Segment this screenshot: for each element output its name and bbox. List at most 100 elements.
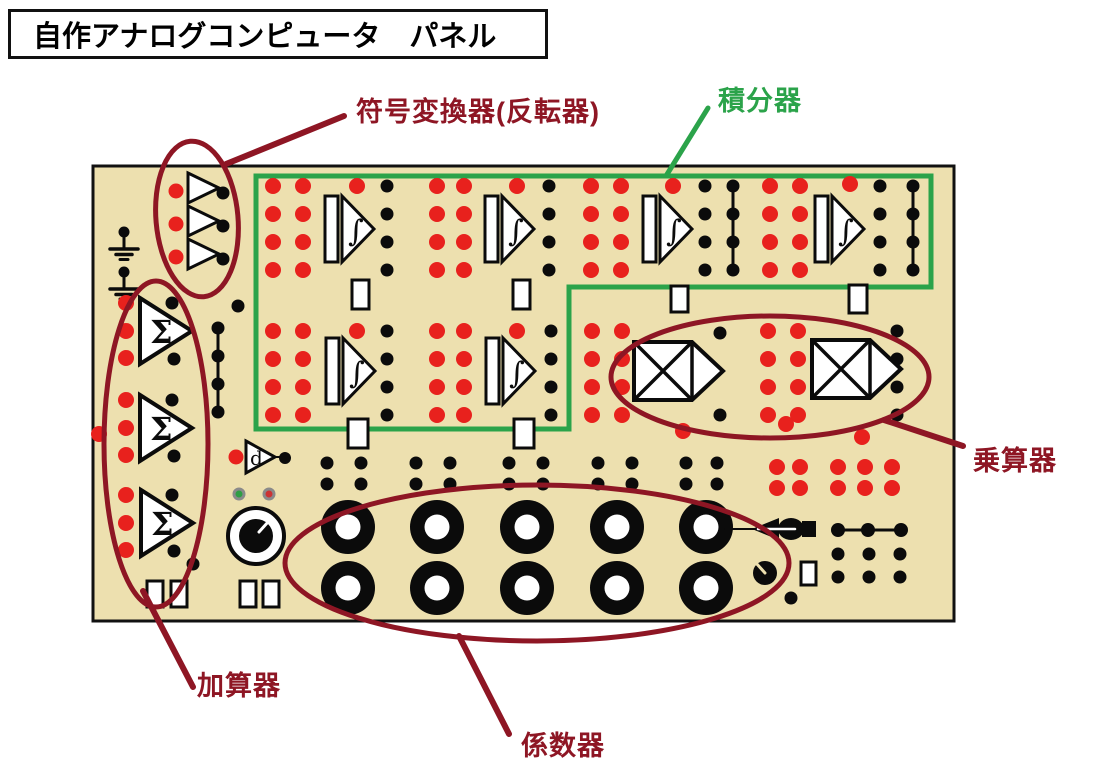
jack-red-grid (584, 323, 630, 423)
panel-slot (799, 560, 818, 587)
integral-sign: ∫ (508, 214, 524, 249)
coefficient-knob (321, 500, 375, 554)
jack-black (862, 547, 876, 561)
jack-red (118, 542, 134, 558)
integrator-cap (641, 194, 658, 264)
jack-red (429, 262, 445, 278)
coefficient-knob-center (335, 514, 361, 540)
jack-red (228, 449, 244, 465)
jack-black-grid (873, 179, 887, 277)
coefficient-knob-center (514, 575, 540, 601)
jack-red (265, 262, 281, 278)
jack-black (726, 235, 740, 249)
jack-black (231, 299, 245, 313)
jack-black (894, 523, 908, 537)
coefficient-knob-center (424, 575, 450, 601)
bus-column (211, 321, 225, 419)
jack-black (167, 352, 181, 366)
jack-red (842, 176, 858, 192)
jack-red-grid (760, 323, 806, 423)
jack-red (614, 407, 630, 423)
jack-red (429, 206, 445, 222)
multiplier-symbol (810, 338, 904, 400)
jack-red (456, 323, 472, 339)
jack-black (873, 207, 887, 221)
jack-red (583, 206, 599, 222)
jack-black (679, 477, 693, 491)
jack-red (456, 178, 472, 194)
bus-column (906, 179, 920, 277)
coefficient-knob (590, 561, 644, 615)
indicator-led-green (232, 487, 246, 501)
jack-red (168, 249, 184, 265)
jack-black (542, 179, 556, 193)
jack-red (295, 178, 311, 194)
jack-red (456, 407, 472, 423)
jack-red (792, 178, 808, 194)
jack-black-grid (831, 547, 907, 584)
switch-base (802, 521, 816, 537)
jack-red (118, 447, 134, 463)
jack-black (542, 235, 556, 249)
jack-black (862, 570, 876, 584)
jack-red (762, 234, 778, 250)
sigma-sign: Σ (150, 410, 173, 448)
jack-black (831, 523, 845, 537)
jack-red (295, 262, 311, 278)
jack-black (890, 324, 904, 338)
panel-slot (346, 417, 370, 450)
jack-red (830, 480, 846, 496)
jack-black (211, 377, 225, 391)
jack-black (216, 186, 230, 200)
jack-red (429, 379, 445, 395)
jack-black (873, 235, 887, 249)
multiplier-callout-ellipse (608, 313, 932, 441)
jack-red (792, 206, 808, 222)
integrator-amp (658, 192, 695, 266)
integral-sign: ∫ (509, 356, 525, 391)
integrator-cap (323, 194, 340, 264)
jack-red (295, 234, 311, 250)
jack-black-grid (409, 456, 457, 491)
jack-black (906, 179, 920, 193)
jack-black (713, 408, 727, 422)
jack-red-grid (762, 178, 808, 278)
page-title-text: 自作アナログコンピュータ パネル (33, 21, 497, 53)
coefficient-knob (500, 500, 554, 554)
jack-black (893, 570, 907, 584)
integrator-amp (500, 192, 537, 266)
jack-red (265, 206, 281, 222)
jack-black (211, 321, 225, 335)
jack-black (625, 477, 639, 491)
panel-slot (350, 278, 371, 311)
coefficient-knob (679, 561, 733, 615)
coefficient-knob-center (604, 514, 630, 540)
jack-red (792, 262, 808, 278)
summer-amp (139, 486, 197, 560)
jack-red (857, 459, 873, 475)
jack-black (211, 349, 225, 363)
ground-terminal (118, 266, 130, 278)
jack-black (380, 408, 394, 422)
coefficient-knob-center (335, 575, 361, 601)
jack-black-grid (320, 456, 368, 491)
multiplier-callout-line (881, 417, 966, 449)
jack-black (698, 207, 712, 221)
jack-black (698, 263, 712, 277)
jack-black-grid (380, 324, 394, 422)
jack-red (792, 480, 808, 496)
integrator-zone-outline (253, 173, 934, 432)
jack-black (409, 477, 423, 491)
bus-column (726, 179, 740, 277)
jack-red (613, 206, 629, 222)
jack-black (380, 207, 394, 221)
jack-red (295, 351, 311, 367)
coefficient-callout-line (456, 633, 512, 737)
jack-red (265, 379, 281, 395)
jack-black (698, 235, 712, 249)
coefficient-knob (410, 500, 464, 554)
integral-sign: ∫ (838, 214, 854, 249)
jack-red (456, 379, 472, 395)
